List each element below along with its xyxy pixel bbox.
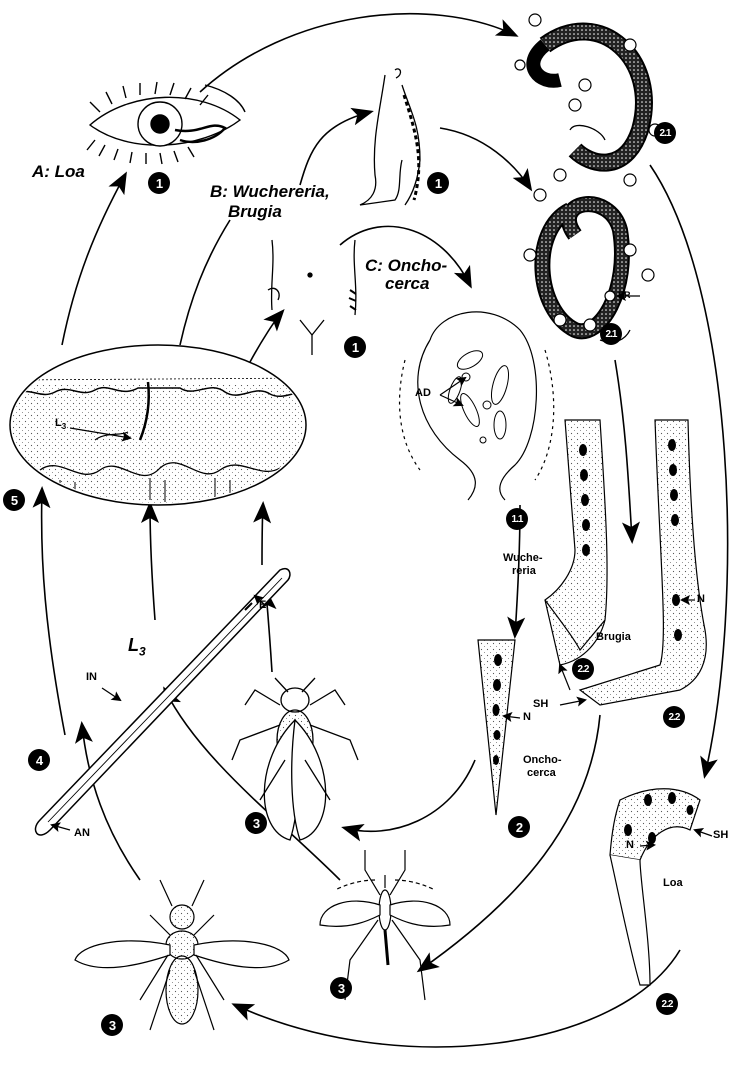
label-wuchereria-line2: reria: [512, 565, 536, 577]
eye-illustration: [86, 81, 246, 165]
badge-loa-mf: 2.2: [656, 993, 678, 1015]
badge-skin: 5: [3, 489, 25, 511]
label-e: E: [259, 599, 267, 611]
badge-tabanid: 3: [101, 1014, 123, 1036]
label-loa-mf: Loa: [663, 877, 683, 889]
badge-brugia-mf: 2.2: [663, 706, 685, 728]
wuchereria-microfilaria: [544, 419, 608, 691]
title-oncho-line1: C: Oncho-: [365, 256, 448, 275]
badge-oncho-mf: 2: [508, 816, 530, 838]
label-sh-loa: SH: [713, 829, 729, 841]
lower-microfilaria: [523, 188, 655, 343]
badge-mf-upper: 2.1: [654, 122, 676, 144]
badge-wuch-mf: 2.2: [572, 658, 594, 680]
badge-leg: 1: [427, 172, 449, 194]
label-oncho-mf-line2: cerca: [527, 767, 556, 779]
brugia-microfilaria: [559, 419, 707, 707]
skin-section: [9, 344, 307, 506]
label-an: AN: [74, 827, 90, 839]
tabanid-illustration: [74, 879, 290, 1031]
black-fly-illustration: [231, 677, 359, 841]
loa-microfilaria: [609, 788, 713, 986]
label-l3-skin: L3: [55, 417, 67, 432]
title-loa: A: Loa: [32, 162, 85, 181]
label-n-oncho: N: [523, 711, 531, 723]
title-oncho-line2: cerca: [385, 274, 430, 293]
label-ad: AD: [415, 387, 431, 399]
badge-larva: 4: [28, 749, 50, 771]
title-wuchereria-line1: B: Wuchereria,: [210, 182, 330, 201]
label-oncho-mf-line1: Oncho-: [523, 754, 562, 766]
badge-mf-lower: 2.1: [600, 323, 622, 345]
badge-mosquito: 3: [330, 977, 352, 999]
leg-illustration: [359, 68, 421, 206]
badge-torso: 1: [344, 336, 366, 358]
torso-illustration: [267, 239, 357, 355]
label-er: ER: [618, 290, 631, 300]
badge-nodule: 1.1: [506, 508, 528, 530]
l3-larva-illustration: [34, 568, 291, 836]
label-n-loa: N: [626, 839, 634, 851]
badge-fly: 3: [245, 812, 267, 834]
label-sh-brugia: SH: [533, 698, 549, 710]
upper-microfilaria: [514, 13, 662, 187]
cycle-arrows: [32, 12, 729, 1048]
title-wuchereria-line2: Brugia: [228, 202, 282, 221]
nodule-illustration: [398, 311, 555, 501]
oncho-microfilaria-tail: [477, 639, 521, 816]
label-n-brugia: N: [697, 593, 705, 605]
badge-eye: 1: [148, 172, 170, 194]
label-in: IN: [86, 671, 97, 683]
label-l3-larva: L3: [128, 635, 146, 659]
label-wuchereria-line1: Wuche-: [503, 552, 543, 564]
label-brugia: Brugia: [596, 631, 631, 643]
